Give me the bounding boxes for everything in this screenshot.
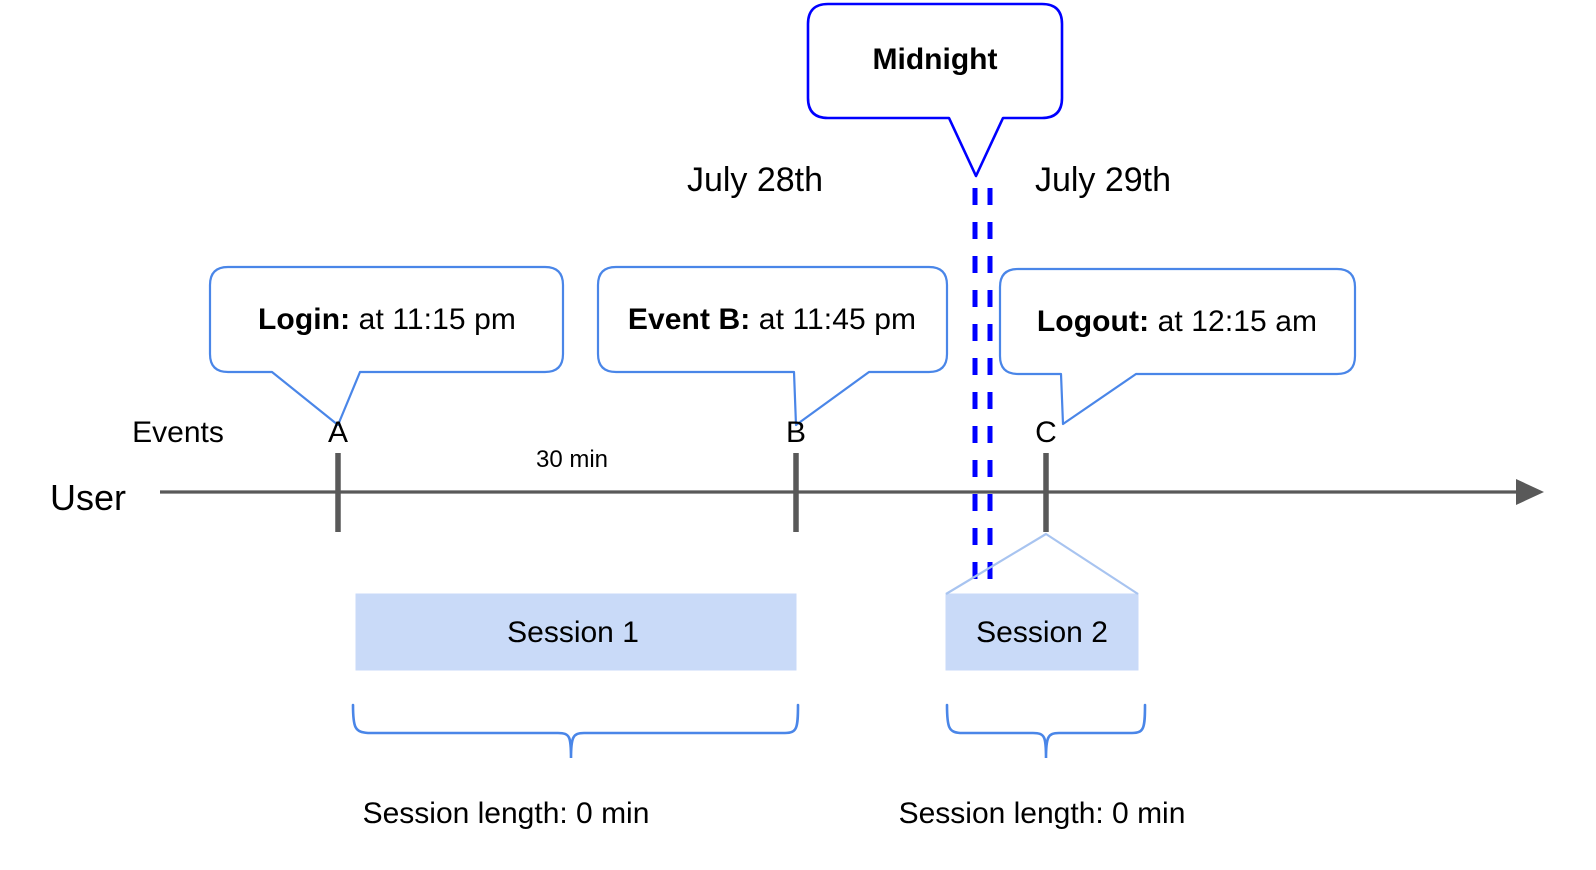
duration-label-30-min: 30 min [535, 446, 609, 473]
login-callout-time: at 11:15 pm [350, 303, 516, 336]
event-b-callout-shape [596, 265, 949, 427]
event-point-label-a: A [327, 416, 349, 449]
session-2-brace [945, 703, 1147, 759]
login-callout-title: Login: [258, 303, 351, 336]
session-2-label: Session 2 [976, 616, 1108, 649]
session-2-fan [945, 532, 1139, 595]
row-label-user: User [49, 477, 127, 518]
midnight-dashed-lines [972, 188, 993, 583]
logout-callout-time: at 12:15 am [1149, 305, 1318, 338]
logout-callout-text: Logout: at 12:15 am [1037, 307, 1317, 337]
session-2-box [945, 593, 1139, 671]
event-point-label-c: C [1035, 416, 1057, 449]
login-callout-text: Login: at 11:15 pm [258, 305, 516, 335]
midnight-callout-label: Midnight [872, 43, 998, 76]
login-callout-shape [208, 265, 565, 427]
logout-callout-title: Logout: [1036, 305, 1150, 338]
date-label-july-28: July 28th [686, 161, 824, 199]
session-1-label: Session 1 [507, 616, 639, 649]
event-point-label-b: B [785, 416, 807, 449]
date-label-july-29: July 29th [1034, 161, 1172, 199]
event-b-callout-title: Event B: [627, 303, 751, 336]
event-b-callout-text: Event B: at 11:45 pm [628, 305, 916, 335]
midnight-callout-shape [806, 2, 1064, 178]
event-b-callout-time: at 11:45 pm [750, 303, 917, 336]
row-label-events: Events [132, 416, 224, 449]
session-1-length-label: Session length: 0 min [362, 797, 650, 830]
session-1-brace [351, 703, 800, 759]
session-2-length-label: Session length: 0 min [898, 797, 1186, 830]
logout-callout-shape [998, 267, 1357, 426]
timeline-axis [160, 479, 1544, 505]
session-1-box [355, 593, 797, 671]
